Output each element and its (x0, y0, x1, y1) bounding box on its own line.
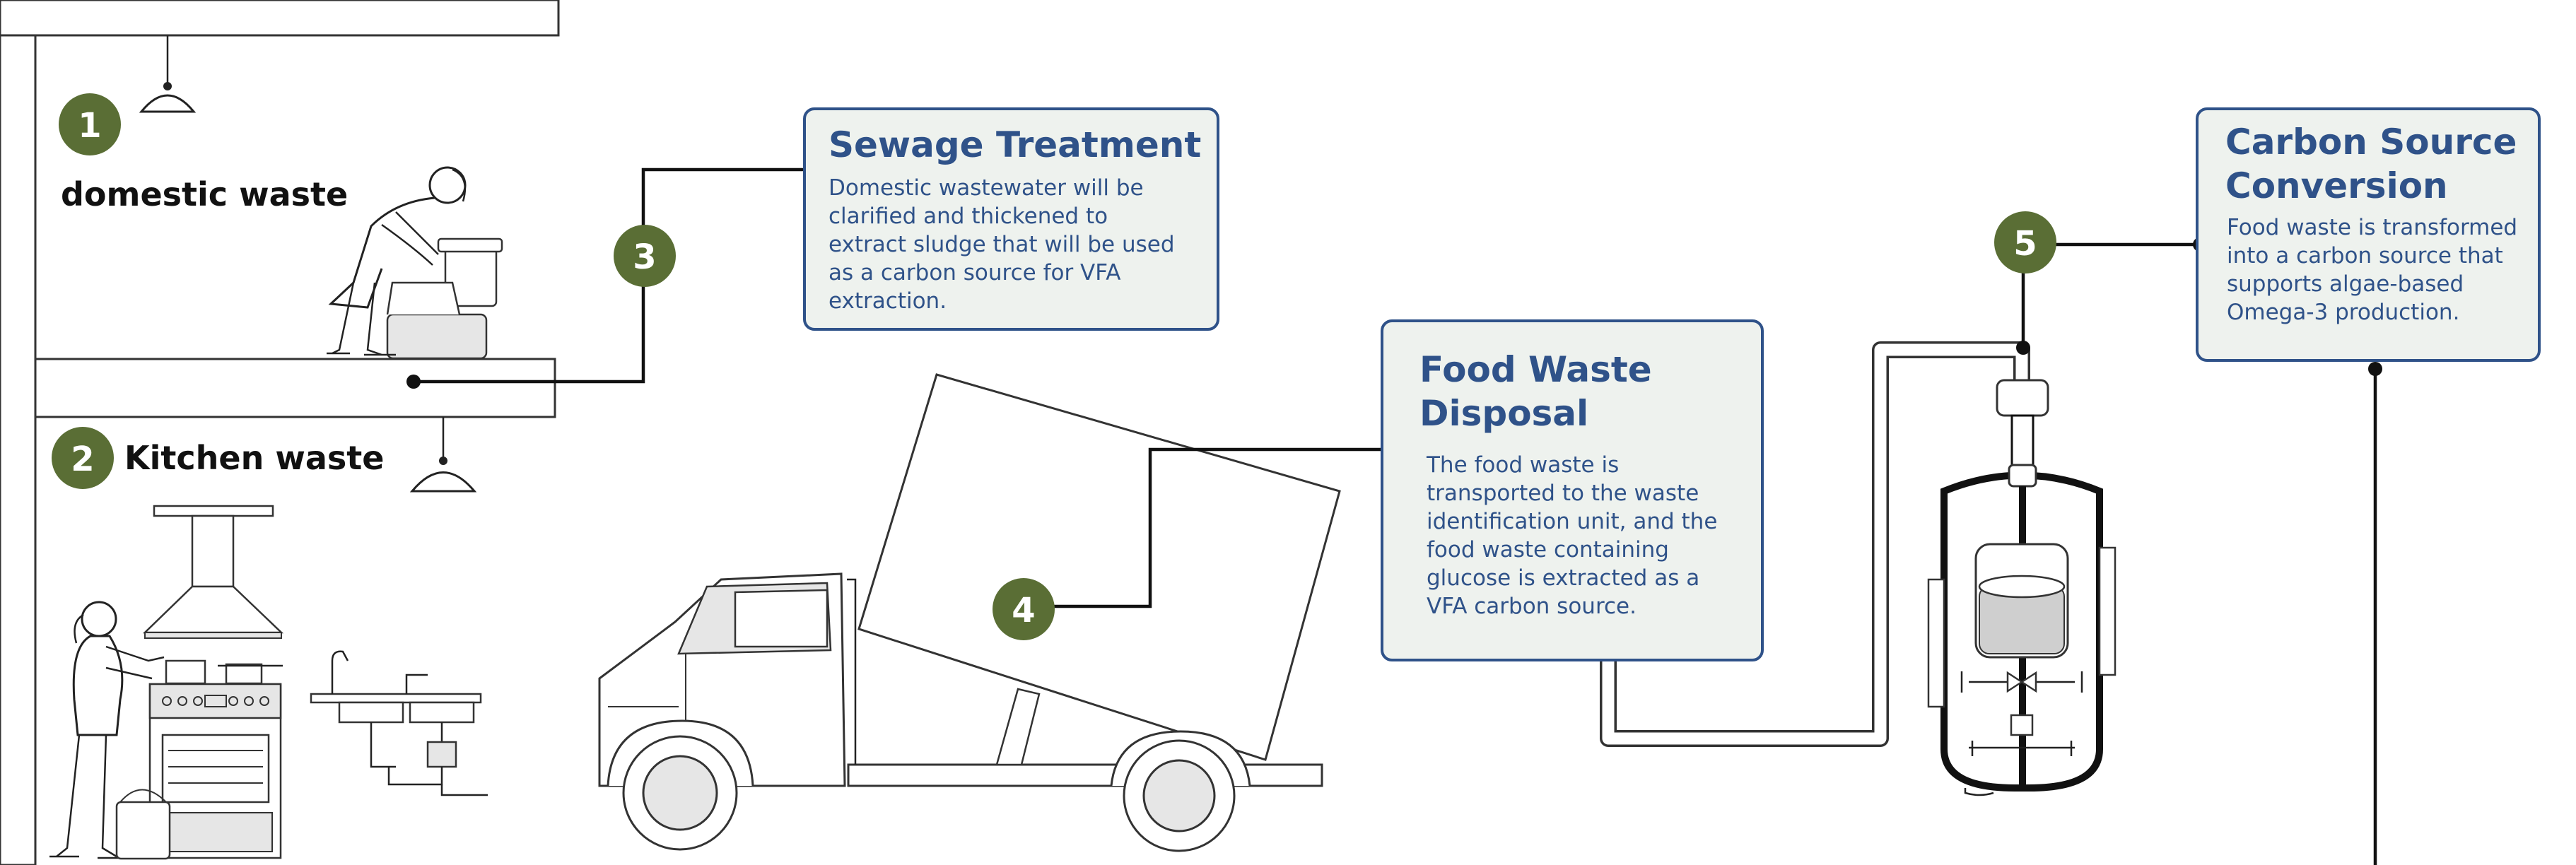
pendant-lamp-icon (409, 417, 477, 493)
card-sewage-line: extract sludge that will be used (829, 232, 1175, 257)
domestic-waste-label: domestic waste (61, 175, 348, 213)
step-5-number: 5 (2013, 224, 2037, 264)
card-sewage-title: Sewage Treatment (829, 124, 1201, 165)
card-carbon-line: supports algae-based (2227, 271, 2464, 297)
range-hood-icon (142, 505, 284, 639)
step-1-badge: 1 (59, 93, 121, 155)
kitchen-waste-label: Kitchen waste (124, 439, 384, 477)
step-1-number: 1 (78, 106, 101, 146)
card-carbon-line: into a carbon source that (2227, 243, 2503, 269)
building-structure (0, 0, 560, 865)
bioreactor-icon (1927, 379, 2117, 796)
card-carbon-title: Carbon Source (2225, 122, 2517, 163)
step-4-badge: 4 (993, 578, 1055, 640)
card-sewage-treatment: Sewage Treatment Domestic wastewater wil… (803, 107, 1219, 331)
stove-icon (148, 659, 283, 859)
dump-truck-icon (598, 373, 1341, 852)
sink-icon (310, 650, 488, 796)
step-3-badge: 3 (614, 225, 676, 287)
card-sewage-line: Domestic wastewater will be (829, 175, 1144, 201)
step-3-number: 3 (633, 237, 656, 277)
step-2-number: 2 (71, 440, 94, 479)
step-5-badge: 5 (1994, 211, 2056, 273)
card-food-line: VFA carbon source. (1427, 594, 1637, 619)
card-food-title: Food Waste (1419, 349, 1652, 390)
step-4-number: 4 (1012, 591, 1035, 630)
woman-cleaning-toilet-icon (327, 166, 503, 360)
pendant-lamp-icon (139, 35, 197, 113)
card-sewage-line: as a carbon source for VFA (829, 260, 1120, 286)
woman-cooking-icon (49, 601, 171, 860)
card-food-line: identification unit, and the (1427, 509, 1717, 534)
pipe-to-bioreactor (1600, 341, 2030, 747)
card-food-line: The food waste is (1426, 452, 1619, 478)
card-food-line: glucose is extracted as a (1427, 565, 1699, 591)
card-food-title: Disposal (1419, 393, 1588, 434)
card-food-line: food waste containing (1427, 537, 1669, 563)
card-carbon-title: Conversion (2225, 165, 2448, 206)
card-food-waste-disposal: Food Waste Disposal The food waste is tr… (1381, 319, 1764, 661)
card-sewage-line: extraction. (829, 288, 947, 314)
step-2-badge: 2 (52, 427, 114, 489)
card-sewage-line: clarified and thickened to (829, 204, 1108, 229)
card-food-line: transported to the waste (1427, 481, 1699, 506)
card-carbon-source-conversion: Carbon Source Conversion Food waste is t… (2196, 107, 2541, 362)
card-carbon-line: Omega-3 production. (2227, 300, 2459, 325)
card-carbon-line: Food waste is transformed (2227, 215, 2517, 240)
